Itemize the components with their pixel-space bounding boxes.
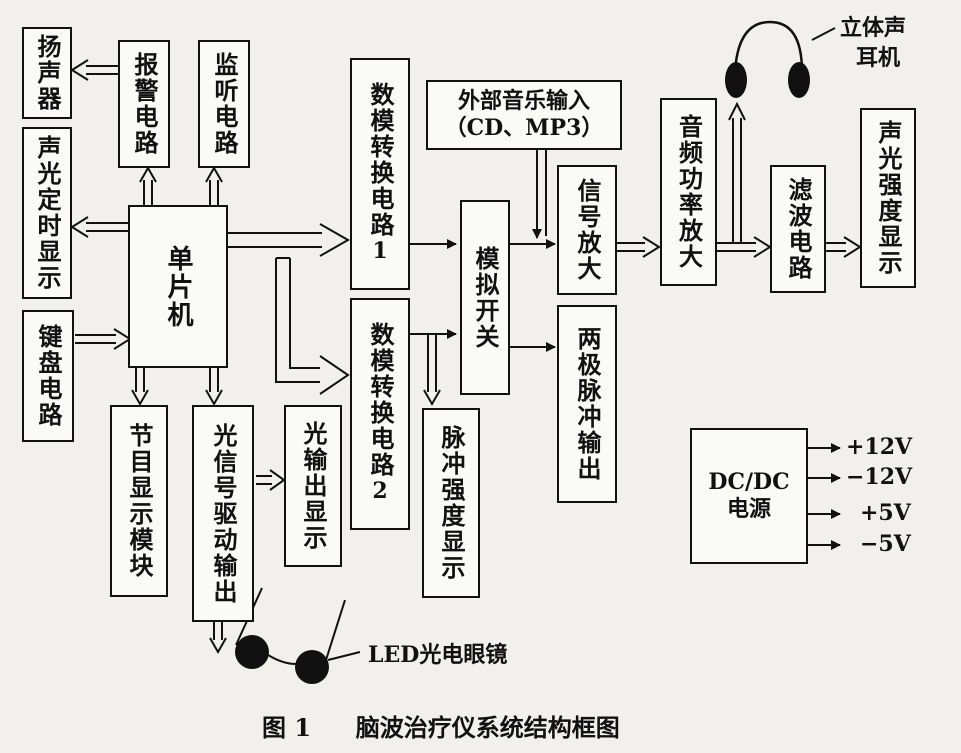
bipolar-pulse-output-block: 两极脉冲输出 [557,305,617,503]
headphone-label-line2: 耳机 [856,45,901,71]
program-display-block: 节目显示模块 [110,405,168,597]
arrow-mcu-dac1 [228,223,351,257]
external-music-input-block: 外部音乐输入（CD、MP3） [426,80,622,150]
light-output-display-label: 光输出显示 [299,421,328,551]
figure-caption: 图 1 脑波治疗仪系统结构框图 [262,708,620,743]
sound-light-intensity-block: 声光强度显示 [860,108,916,288]
arrow-audio-filter [717,236,772,258]
pulse-intensity-label: 脉冲强度显示 [437,425,466,581]
arrow-to-headphones [728,101,746,243]
arrow-keyboard-mcu [75,328,132,350]
signal-amp-label: 信号放大 [573,178,602,282]
speaker-block: 扬声器 [22,27,72,119]
dac2-number: 2 [372,478,388,505]
power-minus12-label: −12V [846,464,913,490]
alarm-circuit-block: 报警电路 [118,40,170,168]
light-driver-label: 光信号驱动输出 [209,422,238,605]
arrow-mcu-program [131,368,149,407]
filter-label: 滤波电路 [784,177,813,281]
dcdc-line2: 电源 [726,496,771,522]
arrow-driver-led [209,622,227,655]
analog-switch-label: 模拟开关 [471,245,500,350]
led-glasses-label: LED光电眼镜 [368,642,508,668]
dcdc-line1: DC/DC [708,468,790,495]
program-display-label: 节目显示模块 [125,423,154,579]
signal-amp-block: 信号放大 [557,165,617,295]
audio-power-amp-block: 音频功率放大 [660,98,717,286]
sound-light-timer-block: 声光定时显示 [22,127,72,299]
arrow-driver-lightout [256,469,286,491]
arrow-signal-audio [617,236,661,258]
ext-music-line1: 外部音乐输入 [457,87,590,114]
alarm-label: 报警电路 [130,52,159,156]
arrow-filter-intensity [826,236,862,258]
sound-light-intensity-label: 声光强度显示 [874,120,903,276]
headphones-icon [725,20,836,98]
keyboard-label: 键盘电路 [34,324,63,428]
audio-power-amp-label: 音频功率放大 [674,114,704,270]
dac1-number: 1 [372,238,388,265]
power-minus5-label: −5V [860,531,911,557]
arrow-mcu-timer [70,216,128,238]
arrow-alarm-speaker [70,59,118,81]
light-output-display-block: 光输出显示 [284,405,342,567]
arrow-mcu-dac2 [275,257,350,395]
pulse-intensity-display-block: 脉冲强度显示 [422,408,480,598]
dac1-label: 数模转换电路 [366,82,395,239]
sound-light-timer-label: 声光定时显示 [33,135,62,291]
arrow-mcu-driver [205,368,223,407]
headphone-label-line1: 立体声 [840,15,907,41]
analog-switch-block: 模拟开关 [460,200,510,395]
power-plus12-label: +12V [846,434,913,460]
dac2-label: 数模转换电路 [366,322,395,479]
speaker-label: 扬声器 [33,34,62,112]
ext-music-line2: （CD、MP3） [444,115,604,141]
mcu-label: 单片机 [163,244,193,329]
led-glasses-icon [235,587,361,684]
monitor-label: 监听电路 [210,52,239,156]
power-plus5-label: +5V [860,500,911,526]
arrow-mcu-monitor [205,165,223,205]
arrow-dac2-pulse [423,335,441,407]
figure-number: 图 1 [262,713,312,742]
keyboard-circuit-block: 键盘电路 [22,310,74,442]
filter-circuit-block: 滤波电路 [770,165,826,293]
light-driver-block: 光信号驱动输出 [192,405,254,622]
figure-title: 脑波治疗仪系统结构框图 [355,713,620,742]
bipolar-pulse-label: 两极脉冲输出 [573,326,602,482]
arrow-mcu-alarm [139,165,157,205]
mcu-block: 单片机 [128,205,228,368]
monitor-circuit-block: 监听电路 [198,40,250,168]
